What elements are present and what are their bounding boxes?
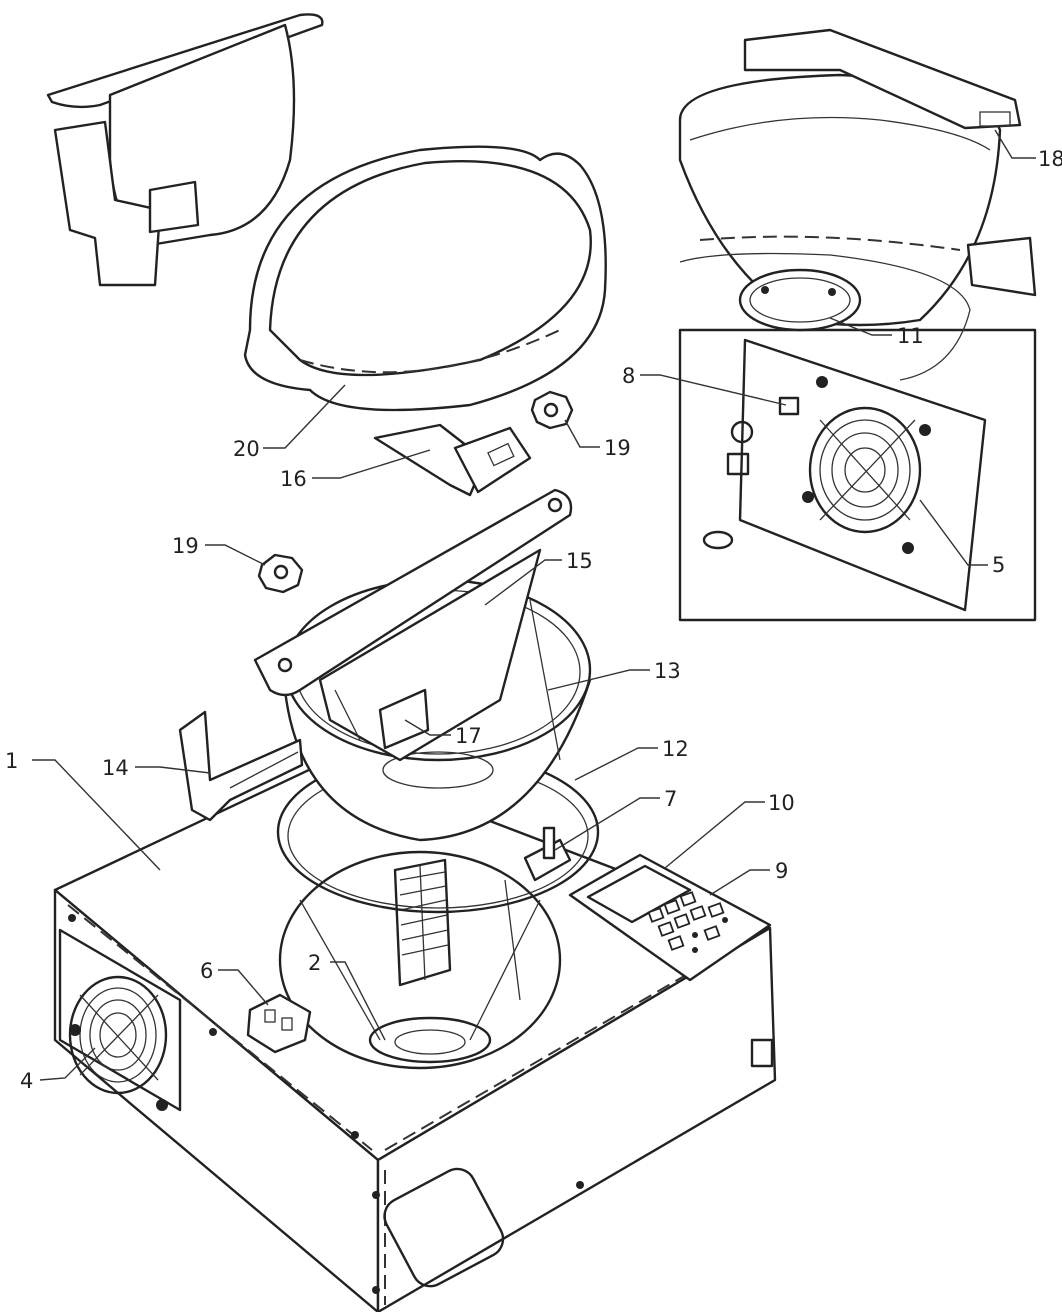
- callout-6: 6: [200, 959, 213, 983]
- control-panel: [568, 853, 772, 982]
- detail-inset: [678, 28, 1037, 622]
- scraper-arm: [253, 488, 573, 762]
- fan-left: [58, 928, 182, 1112]
- callout-20: 20: [233, 437, 260, 461]
- callout-1: 1: [5, 749, 18, 773]
- callout-14: 14: [102, 756, 129, 780]
- callout-16: 16: [280, 467, 307, 491]
- callout-19-right: 19: [604, 436, 631, 460]
- chute: [178, 710, 304, 822]
- callout-7: 7: [664, 787, 677, 811]
- leader-lines: [32, 129, 1036, 1081]
- sensor-block: [246, 993, 312, 1054]
- callout-9: 9: [775, 859, 788, 883]
- callout-13: 13: [654, 659, 681, 683]
- callout-18: 18: [1038, 147, 1062, 171]
- callout-17: 17: [455, 724, 482, 748]
- callout-labels: 1 2 4 5 6 7 8 9 10 11 12 13 14 15 17 18 …: [5, 147, 1062, 1093]
- callout-10: 10: [768, 791, 795, 815]
- callout-11: 11: [897, 324, 924, 348]
- callout-12: 12: [662, 737, 689, 761]
- knob-right: [530, 390, 574, 430]
- lid: [243, 145, 607, 412]
- deflector: [373, 423, 532, 497]
- locating-pin: [523, 826, 572, 882]
- callout-15: 15: [566, 549, 593, 573]
- callout-19-left: 19: [172, 534, 199, 558]
- callout-8: 8: [622, 364, 635, 388]
- callout-4: 4: [20, 1069, 33, 1093]
- callout-5: 5: [992, 553, 1005, 577]
- funnel-opening: [278, 850, 562, 1070]
- callout-2: 2: [308, 951, 321, 975]
- knob-left: [257, 553, 304, 594]
- scraper-detail-topleft: [46, 13, 324, 287]
